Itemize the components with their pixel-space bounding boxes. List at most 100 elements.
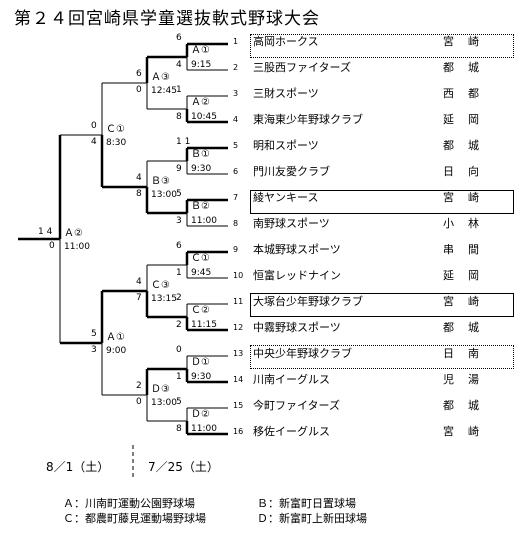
team-number: 12 [233,323,244,332]
team-name: 中央少年野球クラブ [253,347,352,360]
r2-score-top: 4 [136,173,142,183]
r3-score-bottom: 4 [91,137,97,147]
team-name: 綾ヤンキース [253,191,319,204]
r2-score-top: 4 [136,277,142,287]
team-region: 日向 [443,165,493,178]
venue-b: Ｂ：新富町日置球場 [257,497,356,510]
r1-score-bottom: 8 [176,112,182,122]
team-name: 川南イーグルス [253,373,330,386]
r3-label: Ｃ① [106,124,125,135]
r1-score-bottom: 3 [176,216,182,226]
r1-label: Ａ① [191,45,210,56]
team-number: 14 [233,375,244,384]
r1-score-bottom: 1 [176,372,182,382]
team-region: 宮崎 [443,295,493,308]
team-number: 8 [233,219,239,228]
team-name: 大塚台少年野球クラブ [253,295,363,308]
team-name: 明和スポーツ [253,139,319,152]
team-region: 都城 [443,61,493,74]
team-number: 10 [233,271,244,280]
team-number: 9 [233,245,239,254]
team-region: 延岡 [443,269,493,282]
date-day1: 7／25（土） [148,460,219,474]
r2-time: 13:00 [151,190,177,200]
r1-time: 11:15 [191,320,217,330]
r1-score-top: 1 [176,85,182,95]
team-name: 本城野球スポーツ [253,243,341,256]
team-region: 児湯 [443,373,493,386]
r1-label: Ｂ② [191,201,210,212]
r1-label: Ｄ② [191,409,210,420]
r2-score-top: 2 [136,381,142,391]
team-name: 東海東少年野球クラブ [253,113,363,126]
team-number: 6 [233,167,239,176]
venue-d: Ｄ：新富町上新田球場 [257,512,367,525]
team-region: 串間 [443,243,493,256]
venue-a: Ａ：川南町運動公園野球場 [63,497,195,510]
final-score-top: 1 4 [38,227,53,237]
r3-score-top: 0 [91,121,97,131]
team-name: 移佐イーグルス [253,425,330,438]
venue-c: Ｃ：都農町藤見運動場野球場 [63,512,206,525]
team-name: 恒富レッドナイン [253,269,341,282]
team-number: 13 [233,349,244,358]
r2-score-top: 6 [136,69,142,79]
team-name: 高岡ホークス [253,35,319,48]
r1-time: 11:00 [191,424,217,434]
team-name: 三股西ファイターズ [253,61,352,74]
final-time: 11:00 [64,242,90,252]
final-label: Ａ② [64,228,83,239]
r1-score-bottom: 8 [176,424,182,434]
team-region: 西都 [443,87,493,100]
team-region: 宮崎 [443,35,493,48]
team-number: 3 [233,89,239,98]
r1-score-top: 2 [176,293,182,303]
r1-time: 9:45 [191,268,212,278]
r2-time: 13:15 [151,294,177,304]
r3-time: 8:30 [106,138,127,148]
r2-label: Ｄ③ [151,384,170,395]
team-region: 小林 [443,217,493,230]
r1-score-top: 5 [176,397,182,407]
team-number: 15 [233,401,244,410]
r2-time: 12:45 [151,86,177,96]
r1-score-bottom: 2 [176,320,182,330]
r1-time: 9:15 [191,60,212,70]
team-region: 宮崎 [443,191,493,204]
r1-score-bottom: 1 [176,268,182,278]
r1-label: Ｃ① [191,253,210,264]
seed-box-13 [250,345,514,369]
team-number: 5 [233,141,239,150]
r1-score-bottom: 9 [176,164,182,174]
r1-label: Ｃ② [191,305,210,316]
r1-label: Ｄ① [191,357,210,368]
r2-label: Ａ③ [151,72,170,83]
r3-score-bottom: 3 [91,345,97,355]
date-day2: 8／1（土） [46,460,110,474]
r1-score-top: 6 [176,241,182,251]
seed-box-1 [250,34,514,58]
r2-score-bottom: 0 [136,397,142,407]
team-region: 宮崎 [443,425,493,438]
r1-time: 9:30 [191,164,212,174]
team-number: 2 [233,63,239,72]
team-region: 都城 [443,139,493,152]
team-name: 門川友愛クラブ [253,165,330,178]
team-name: 中霧野球スポーツ [253,321,341,334]
r2-time: 13:00 [151,398,177,408]
team-name: 今町ファイターズ [253,399,341,412]
team-name: 三財スポーツ [253,87,319,100]
r2-label: Ｂ③ [151,176,170,187]
r1-score-top: 0 [176,345,182,355]
r1-label: Ａ② [191,97,210,108]
team-region: 延岡 [443,113,493,126]
team-number: 1 [233,37,239,46]
page-title: 第２４回宮崎県学童選抜軟式野球大会 [14,9,320,29]
r2-score-bottom: 7 [136,293,142,303]
seed-box-11 [250,293,514,317]
final-score-bottom: 0 [49,241,55,251]
r1-score-top: 1 1 [176,137,191,147]
seed-box-7 [250,190,514,214]
r2-score-bottom: 8 [136,189,142,199]
